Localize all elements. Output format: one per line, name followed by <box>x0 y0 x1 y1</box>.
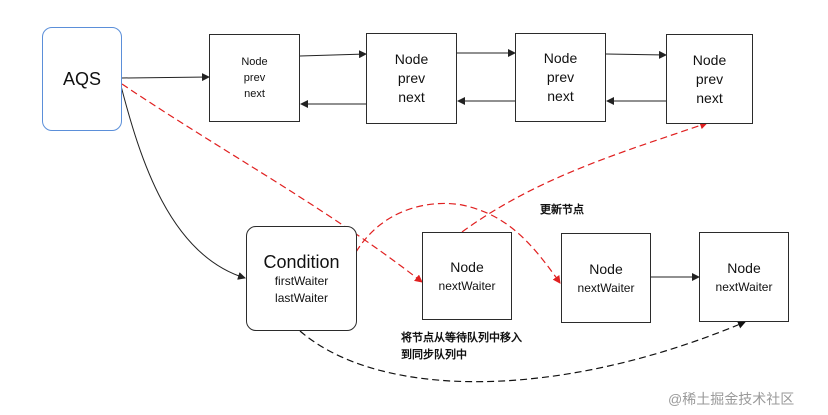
node-name: Node <box>589 261 623 277</box>
next-arrow-1 <box>299 50 367 59</box>
sync-node-1: Node prev next <box>209 34 300 122</box>
node-next: next <box>244 88 265 100</box>
condition-last-waiter: lastWaiter <box>275 290 328 305</box>
node-name: Node <box>450 259 484 275</box>
aqs-label: AQS <box>62 68 101 89</box>
node-next: next <box>547 88 574 104</box>
node-name: Node <box>727 260 761 276</box>
node-prev: prev <box>243 72 266 84</box>
sync-node-3: Node prev next <box>515 33 606 122</box>
aqs-condition-arrow <box>119 81 246 280</box>
red-dashed-waiter-to-sync-tail <box>461 121 708 233</box>
wait-node-1: Node nextWaiter <box>422 232 512 320</box>
wait-node-3: Node nextWaiter <box>699 232 789 322</box>
next-arrow-3 <box>605 50 667 59</box>
condition-box: Condition firstWaiter lastWaiter <box>246 226 357 331</box>
wait-node-2: Node nextWaiter <box>561 233 651 323</box>
black-dashed-condition-to-lastwaiter <box>299 321 746 383</box>
aqs-head-arrow <box>121 73 210 82</box>
node-next: next <box>398 89 425 105</box>
watermark: @稀土掘金技术社区 <box>668 391 795 407</box>
node-name: Node <box>692 51 727 68</box>
move-node-note-line1: 将节点从等待队列中移入 <box>401 332 522 344</box>
node-prev: prev <box>397 70 426 86</box>
update-node-note: 更新节点 <box>540 204 584 216</box>
red-dashed-condition-to-waiter <box>355 202 561 284</box>
node-name: Node <box>394 51 429 67</box>
sync-node-4: Node prev next <box>666 34 753 124</box>
node-name: Node <box>543 50 578 66</box>
sync-node-2: Node prev next <box>366 33 457 124</box>
node-prev: prev <box>695 70 724 87</box>
node-next: next <box>696 89 723 106</box>
node-next-waiter: nextWaiter <box>715 280 773 294</box>
condition-first-waiter: firstWaiter <box>274 273 329 288</box>
red-dashed-aqs-to-waiter <box>121 83 423 283</box>
node-next-waiter: nextWaiter <box>438 279 496 293</box>
node-prev: prev <box>546 69 575 85</box>
move-node-note-line2: 到同步队列中 <box>401 349 467 361</box>
condition-title: Condition <box>263 251 340 272</box>
node-name: Node <box>241 56 268 68</box>
aqs-box: AQS <box>42 27 122 131</box>
node-next-waiter: nextWaiter <box>577 281 635 295</box>
